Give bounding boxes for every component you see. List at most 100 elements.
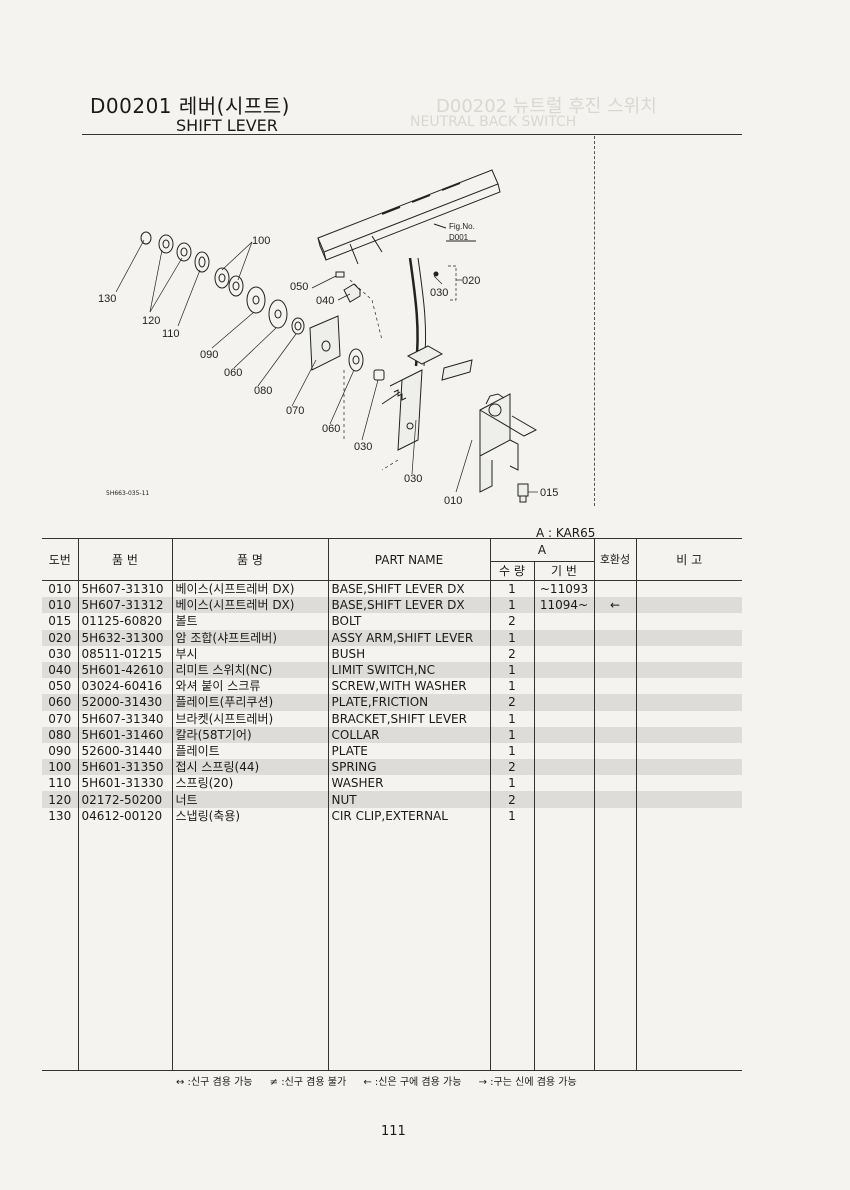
fig-ref-code: D001	[449, 233, 469, 242]
cell-remark	[636, 613, 742, 629]
cell-qty: 1	[490, 710, 535, 727]
cell-remark	[636, 678, 742, 694]
cell-name-en: SCREW,WITH WASHER	[328, 678, 491, 695]
callout-030c: 030	[404, 473, 422, 485]
callout-020: 020	[462, 275, 480, 287]
cell-qty: 1	[490, 597, 535, 614]
cell-serial	[534, 613, 595, 630]
col-header-remark: 비 고	[636, 538, 742, 581]
col-header-name-en: PART NAME	[328, 538, 491, 581]
cell-name-en: PLATE	[328, 742, 491, 760]
cell-serial: 11094~	[534, 597, 595, 614]
cell-qty: 1	[490, 580, 535, 598]
callout-080: 080	[254, 385, 272, 397]
cell-part-no: 5H632-31300	[78, 629, 173, 646]
callout-070: 070	[286, 405, 304, 417]
cell-part-no: 5H607-31312	[78, 597, 173, 614]
col-header-part-no: 품 번	[78, 538, 173, 581]
callout-110: 110	[162, 328, 180, 340]
cell-remark	[636, 743, 742, 759]
cell-no: 080	[42, 726, 79, 743]
cell-serial	[534, 645, 595, 662]
cell-part-no: 5H601-31350	[78, 759, 173, 776]
cell-compat	[594, 580, 637, 598]
cell-part-no: 04612-00120	[78, 807, 173, 824]
col-header-group: A	[490, 538, 595, 562]
cell-part-no: 5H607-31310	[78, 580, 173, 598]
cell-serial	[534, 742, 595, 760]
cell-name-en: NUT	[328, 791, 491, 808]
cell-remark	[636, 597, 742, 614]
cell-name-en: BASE,SHIFT LEVER DX	[328, 580, 491, 598]
cell-part-no: 08511-01215	[78, 645, 173, 662]
cell-no: 070	[42, 710, 79, 727]
cell-name-en: BOLT	[328, 613, 491, 630]
cell-qty: 1	[490, 629, 535, 646]
cell-part-no: 5H607-31340	[78, 710, 173, 727]
cell-serial	[534, 678, 595, 695]
figure-code: 5H663-035-11	[106, 490, 150, 497]
cell-part-no: 5H601-42610	[78, 661, 173, 679]
cell-qty: 1	[490, 807, 535, 824]
cell-compat	[594, 791, 637, 808]
cell-no: 120	[42, 791, 79, 808]
cell-no: 060	[42, 694, 79, 711]
cell-name-ko: 너트	[172, 791, 329, 808]
shift-lever-rod	[408, 257, 419, 367]
callout-100: 100	[252, 235, 270, 247]
cell-compat	[594, 742, 637, 760]
cell-name-ko: 칼라(58T기어)	[172, 726, 329, 743]
callout-120: 120	[142, 315, 160, 327]
col-header-serial: 기 번	[534, 561, 595, 581]
cell-no: 040	[42, 661, 79, 679]
cell-part-no: 03024-60416	[78, 678, 173, 695]
col-header-name-ko: 품 명	[172, 538, 329, 581]
parts-table: 도번 품 번 품 명 PART NAME A 호환성 비 고 수 량 기 번 0…	[42, 538, 742, 1071]
cell-serial	[534, 710, 595, 727]
cell-name-en: COLLAR	[328, 726, 491, 743]
cell-name-en: CIR CLIP,EXTERNAL	[328, 807, 491, 824]
cell-name-en: BUSH	[328, 645, 491, 662]
cell-no: 015	[42, 613, 79, 630]
page-title: D00201 레버(시프트)	[90, 94, 290, 118]
cell-qty: 2	[490, 694, 535, 711]
title-divider	[82, 134, 742, 135]
cell-serial	[534, 726, 595, 743]
cell-name-ko: 접시 스프링(44)	[172, 759, 329, 776]
bleed-through-title: D00202 뉴트럴 후진 스위치	[436, 96, 657, 117]
column-divider	[594, 136, 595, 506]
cell-no: 110	[42, 775, 79, 792]
top-plate-drawing	[317, 169, 501, 265]
cell-part-no: 01125-60820	[78, 613, 173, 630]
cell-name-ko: 와셔 붙이 스크류	[172, 678, 329, 695]
cell-name-en: PLATE,FRICTION	[328, 694, 491, 711]
cell-no: 100	[42, 759, 79, 776]
cell-name-ko: 볼트	[172, 613, 329, 630]
cell-no: 010	[42, 597, 79, 614]
cell-name-en: ASSY ARM,SHIFT LEVER	[328, 629, 491, 646]
cell-no: 130	[42, 807, 79, 824]
col-header-compat: 호환성	[594, 538, 637, 581]
cell-name-en: BRACKET,SHIFT LEVER	[328, 710, 491, 727]
cell-part-no: 02172-50200	[78, 791, 173, 808]
cell-remark	[636, 711, 742, 727]
callout-040: 040	[316, 295, 334, 307]
cell-qty: 1	[490, 775, 535, 792]
cell-qty: 2	[490, 645, 535, 662]
cell-compat	[594, 613, 637, 630]
cell-serial	[534, 791, 595, 808]
cell-compat	[594, 807, 637, 824]
cell-qty: 1	[490, 678, 535, 695]
exploded-parts-diagram: Fig.No. D001	[98, 169, 558, 507]
cell-name-ko: 플레이트	[172, 742, 329, 760]
compatibility-legend: ↔ :신구 겸용 가능 ≠ :신구 겸용 불가 ← :신은 구에 겸용 가능 →…	[176, 1073, 591, 1088]
